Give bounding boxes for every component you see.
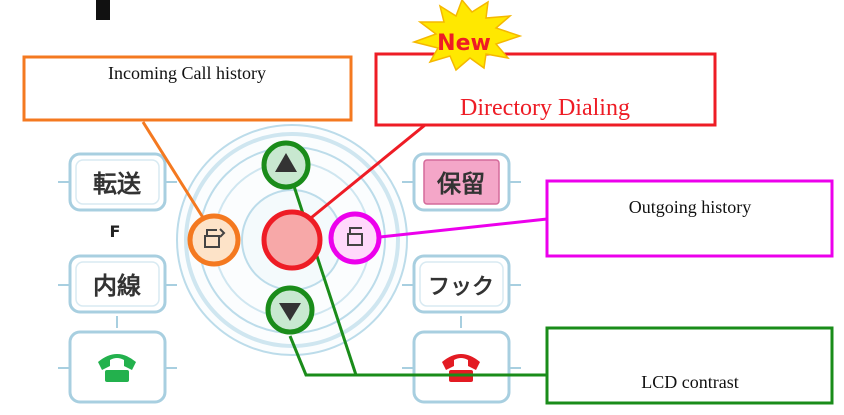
key-transfer-label: 転送 [93, 170, 142, 198]
key-hold-label: 保留 [436, 170, 485, 198]
connector-outgoing [351, 217, 548, 242]
incoming-history-icon [204, 228, 226, 248]
nav-right-button[interactable] [328, 211, 382, 265]
key-off-hook[interactable] [58, 316, 177, 404]
key-on-hook[interactable] [402, 316, 521, 404]
callout-lcd-label: LCD contrast [641, 372, 738, 392]
callout-outgoing-label: Outgoing history [629, 197, 752, 217]
nav-down-button[interactable] [265, 285, 315, 335]
new-badge: New [411, 0, 523, 72]
key-hook[interactable]: フック [402, 254, 521, 314]
key-transfer[interactable]: 転送 [58, 152, 177, 212]
key-hold[interactable]: 保留 [402, 152, 521, 212]
function-label: F [110, 222, 121, 241]
nav-center-button[interactable] [261, 209, 323, 271]
connector-directory [289, 123, 426, 237]
heading-fragment [96, 0, 110, 20]
connector-lines [141, 121, 548, 377]
connector-lcd-down [288, 335, 547, 377]
down-arrow-icon [279, 303, 301, 321]
nav-up-button[interactable] [261, 140, 311, 190]
outgoing-history-icon [347, 227, 363, 246]
callout-directory-label: Directory Dialing [460, 95, 630, 121]
connector-incoming [141, 121, 214, 233]
key-extension[interactable]: 内線 [58, 254, 177, 314]
callout-lcd: LCD contrast [545, 326, 834, 405]
nav-left-button[interactable] [187, 213, 241, 267]
new-badge-label: New [437, 31, 491, 56]
key-extension-label: 内線 [93, 272, 141, 300]
green-phone-icon [98, 354, 136, 382]
key-hook-label: フック [428, 275, 494, 300]
callout-incoming: Incoming Call history [22, 55, 353, 122]
callout-outgoing: Outgoing history [545, 179, 834, 258]
starburst-icon [411, 0, 523, 72]
up-arrow-icon [275, 153, 297, 172]
callout-directory: Directory Dialing [374, 52, 717, 127]
connector-lcd-up [286, 167, 358, 376]
callout-incoming-label: Incoming Call history [108, 63, 266, 83]
nav-ring-outer-inner [184, 132, 400, 348]
